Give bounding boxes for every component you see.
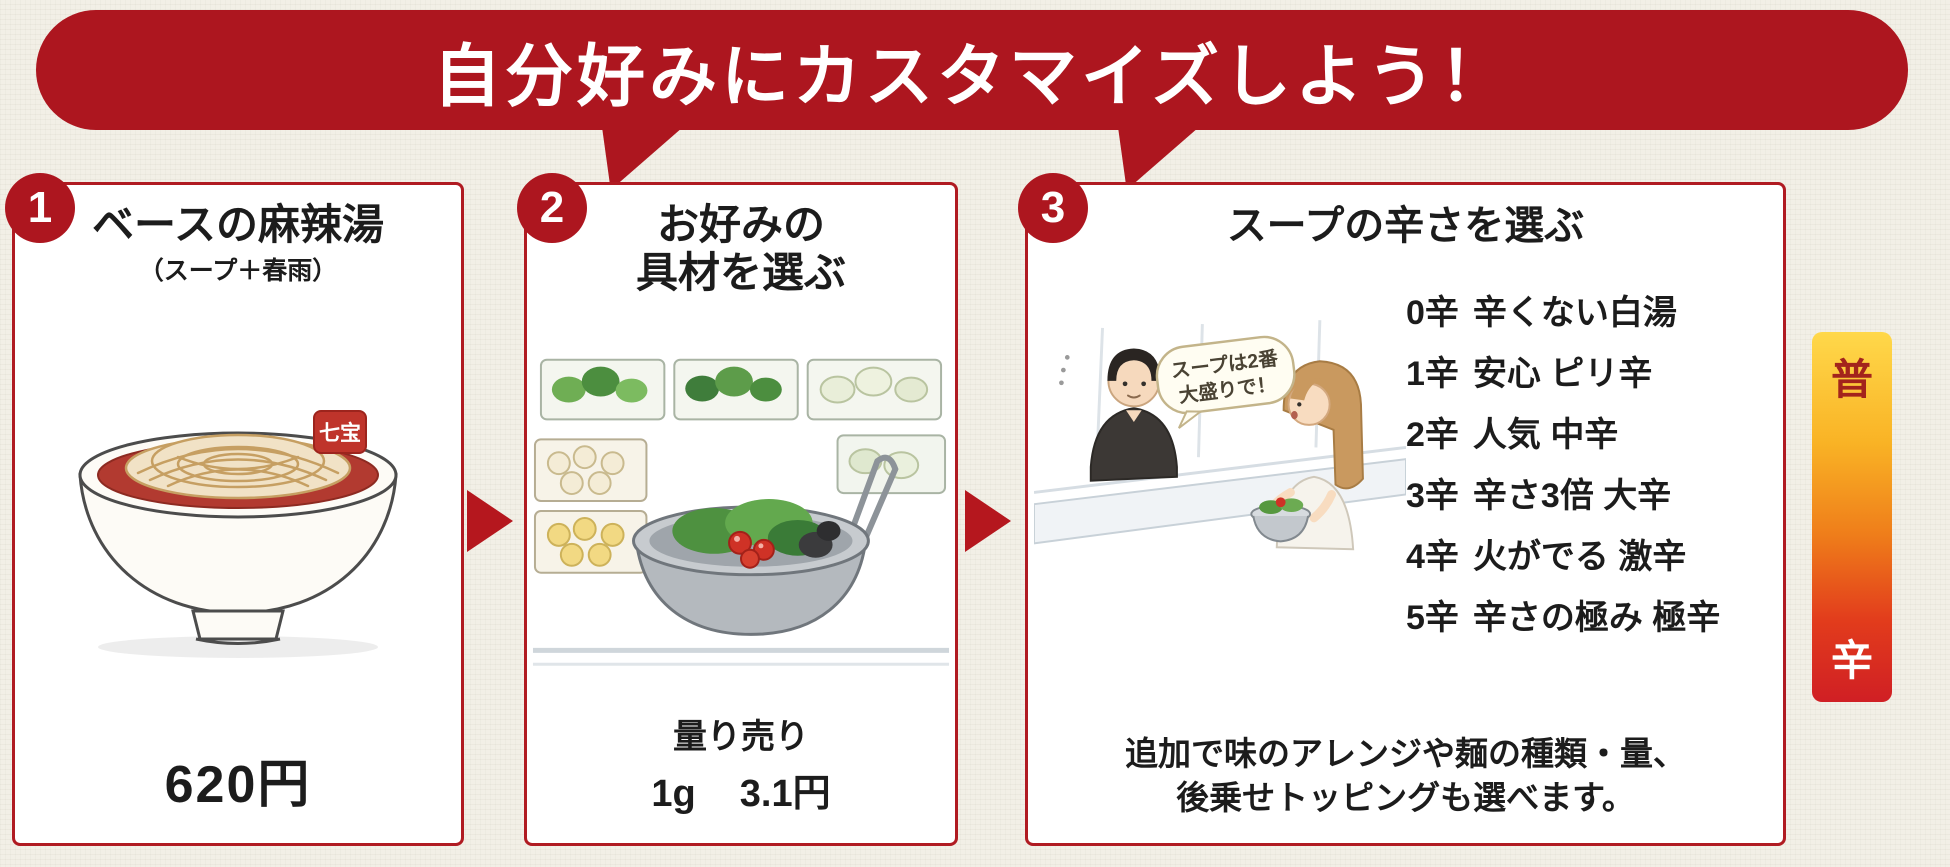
spice-label: 安心 ピリ辛 [1472,355,1653,393]
brand-stamp: 七宝 [313,409,367,454]
vegetable-trays [539,358,943,421]
step1-number-badge: 1 [5,173,75,243]
spice-label: 辛さ3倍 大辛 [1472,477,1672,515]
step2-title-line2: 具材を選ぶ [635,249,846,297]
step3-body: スープは2番 大盛りで！ 0辛辛くない白湯 1辛安心 ピリ辛 2辛人気 中辛 3… [1028,249,1783,732]
counter-scene-illustration: スープは2番 大盛りで！ [1034,253,1406,732]
brand-stamp-text: 七宝 [319,421,361,445]
spice-level-list: 0辛辛くない白湯 1辛安心 ピリ辛 2辛人気 中辛 3辛辛さ3倍 大辛 4辛火が… [1406,253,1773,732]
spice-label: 辛くない白湯 [1472,294,1677,332]
step1-title: ベースの麻辣湯 [92,201,384,248]
spiciness-scale-bar: 普 辛 [1812,332,1892,702]
step1-number: 1 [27,183,53,232]
step2-title-line1: お好みの [656,201,825,248]
speech-bubble: スープは2番 大盛りで！ [1155,335,1296,429]
spice-level: 3辛 [1406,477,1459,515]
spice-level-row-1: 1辛安心 ピリ辛 [1406,344,1773,405]
step3-note-line2: 後乗せトッピングも選べます。 [1176,779,1635,817]
spice-level-row-4: 4辛火がでる 激辛 [1406,527,1773,588]
step1-price: 620円 [164,756,312,814]
step3-number: 3 [1040,183,1066,232]
counter-scene-svg: スープは2番 大盛りで！ [1034,320,1406,551]
step2-number: 2 [539,183,565,232]
step2-sale-label: 量り売り [673,717,809,756]
step2-unit-pricing: 1g 3.1円 [651,762,830,817]
step2-unit: 1g [651,773,696,815]
arrow-right-icon-step1-to-step2 [467,490,513,552]
spice-label: 辛さの極み 極辛 [1472,599,1721,637]
step2-number-badge: 2 [517,173,587,243]
step3-number-badge: 3 [1018,173,1088,243]
noodle-bowl-svg: 七宝 [78,409,398,658]
ingredient-buffet-svg [532,358,950,666]
customer-person [1250,360,1364,551]
ingredient-buffet-illustration [527,298,955,719]
spice-level-row-5: 5辛辛さの極み 極辛 [1406,588,1773,649]
serving-bowl [632,499,870,636]
spice-level-row-0: 0辛辛くない白湯 [1406,283,1773,344]
noodles [124,433,352,499]
step2-panel: 2 お好みの 具材を選ぶ [517,173,958,846]
step3-note-line1: 追加で味のアレンジや麺の種類・量、 [1125,734,1686,772]
step3-panel: 3 スープの辛さを選ぶ [1018,173,1786,846]
spice-label: 火がでる 激辛 [1472,538,1687,576]
spice-level-row-3: 3辛辛さ3倍 大辛 [1406,466,1773,527]
step2-unit-price: 3.1円 [739,773,831,815]
banner: 自分好みにカスタマイズしよう！ [36,10,1908,130]
spice-level-row-2: 2辛人気 中辛 [1406,405,1773,466]
spiciness-scale-hot-label: 辛 [1830,637,1873,684]
banner-title: 自分好みにカスタマイズしよう！ [433,38,1511,115]
step3-title: スープの辛さを選ぶ [1226,204,1585,248]
spice-level: 4辛 [1406,538,1459,576]
spiciness-scale-mild-label: 普 [1830,356,1873,403]
staff-person [1059,348,1178,482]
step1-panel: 1 ベースの麻辣湯 （スープ＋春雨） [5,173,464,846]
spice-level: 5辛 [1406,599,1459,637]
spice-level: 1辛 [1406,355,1459,393]
fishball-trays [533,434,947,574]
spice-label: 人気 中辛 [1472,416,1619,454]
step1-subtitle: （スープ＋春雨） [138,257,338,286]
arrow-right-icon-step2-to-step3 [965,490,1011,552]
step3-note: 追加で味のアレンジや麺の種類・量、 後乗せトッピングも選べます。 [1125,732,1686,821]
spice-level: 2辛 [1406,416,1459,454]
spice-level: 0辛 [1406,294,1459,332]
noodle-bowl-illustration: 七宝 [15,287,461,742]
